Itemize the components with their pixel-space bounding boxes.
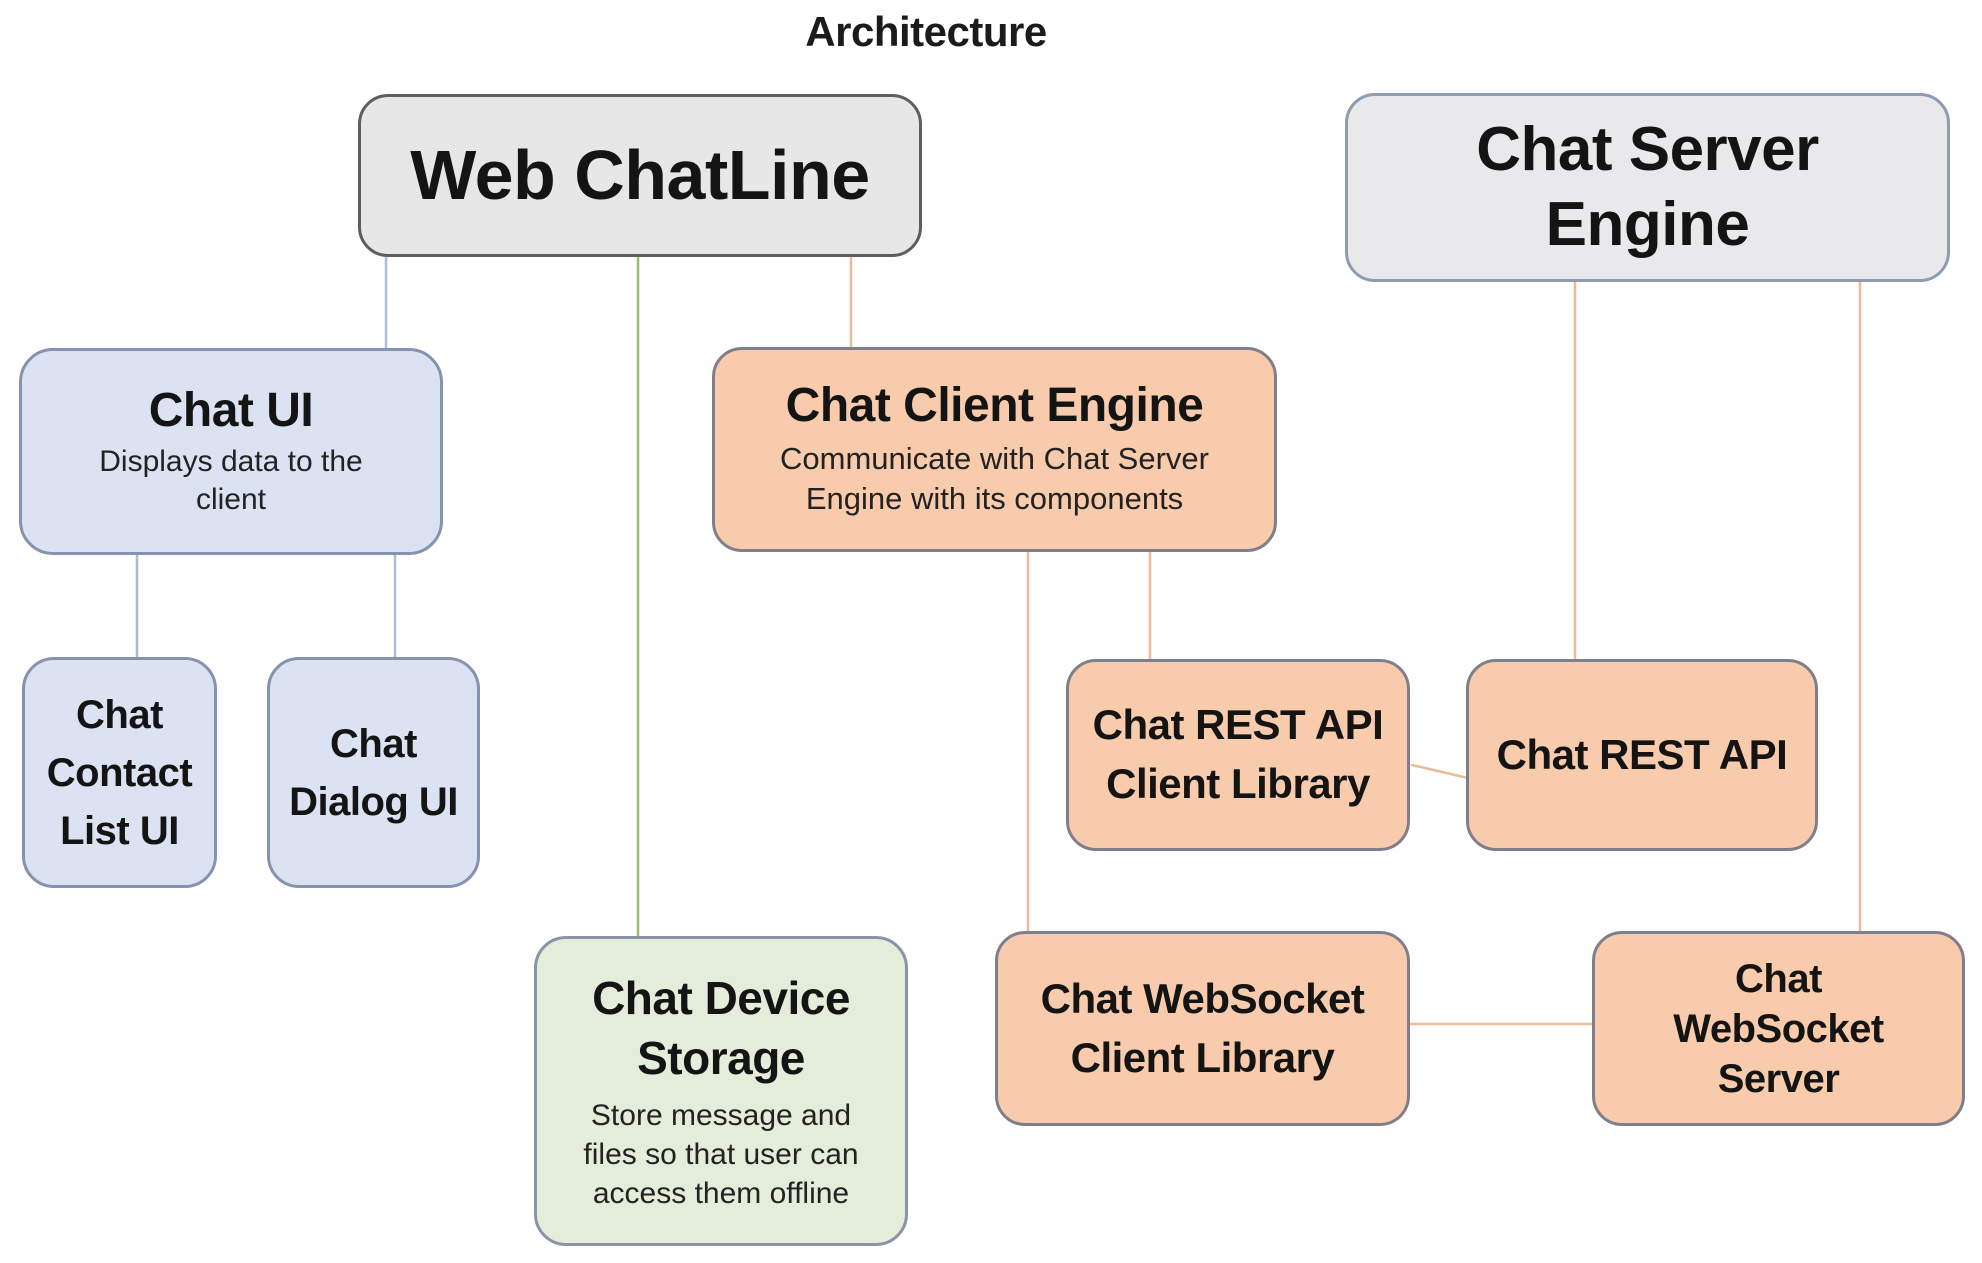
node-chat-contact-list-ui: Chat Contact List UI [22,657,217,888]
node-label: Chat REST API Client Library [1092,701,1384,807]
diagram-title: Architecture [805,8,1047,55]
node-web-chatline: Web ChatLine [358,94,922,257]
node-chat-rest-api-client-library: Chat REST API Client Library [1066,659,1410,851]
node-chat-client-engine: Chat Client Engine Communicate with Chat… [712,347,1277,552]
node-label: Chat Server Engine [1476,115,1819,259]
node-chat-device-storage: Chat Device Storage Store message and fi… [534,936,908,1246]
node-label: Chat UI [148,383,314,437]
node-chat-dialog-ui: Chat Dialog UI [267,657,480,888]
node-chat-server-engine: Chat Server Engine [1345,93,1950,282]
node-chat-rest-api: Chat REST API [1466,659,1818,851]
node-label: Chat Client Engine [785,378,1204,432]
node-label: Chat WebSocket Client Library [1040,974,1365,1081]
node-description: Store message and files so that user can… [583,1099,859,1211]
node-chat-websocket-server: Chat WebSocket Server [1592,931,1965,1126]
node-label: Chat Contact List UI [46,692,193,853]
node-label: Chat REST API [1496,730,1788,778]
node-label: Chat Device Storage [592,971,850,1084]
node-label: Web ChatLine [410,135,870,214]
node-label: Chat Dialog UI [289,721,458,824]
node-description: Communicate with Chat Server Engine with… [780,440,1209,516]
node-chat-ui: Chat UI Displays data to the client [19,348,443,555]
connector-line [1410,763,1470,780]
node-chat-websocket-client-library: Chat WebSocket Client Library [995,931,1410,1126]
node-label: Chat WebSocket Server [1673,956,1884,1101]
node-description: Displays data to the client [99,445,363,516]
